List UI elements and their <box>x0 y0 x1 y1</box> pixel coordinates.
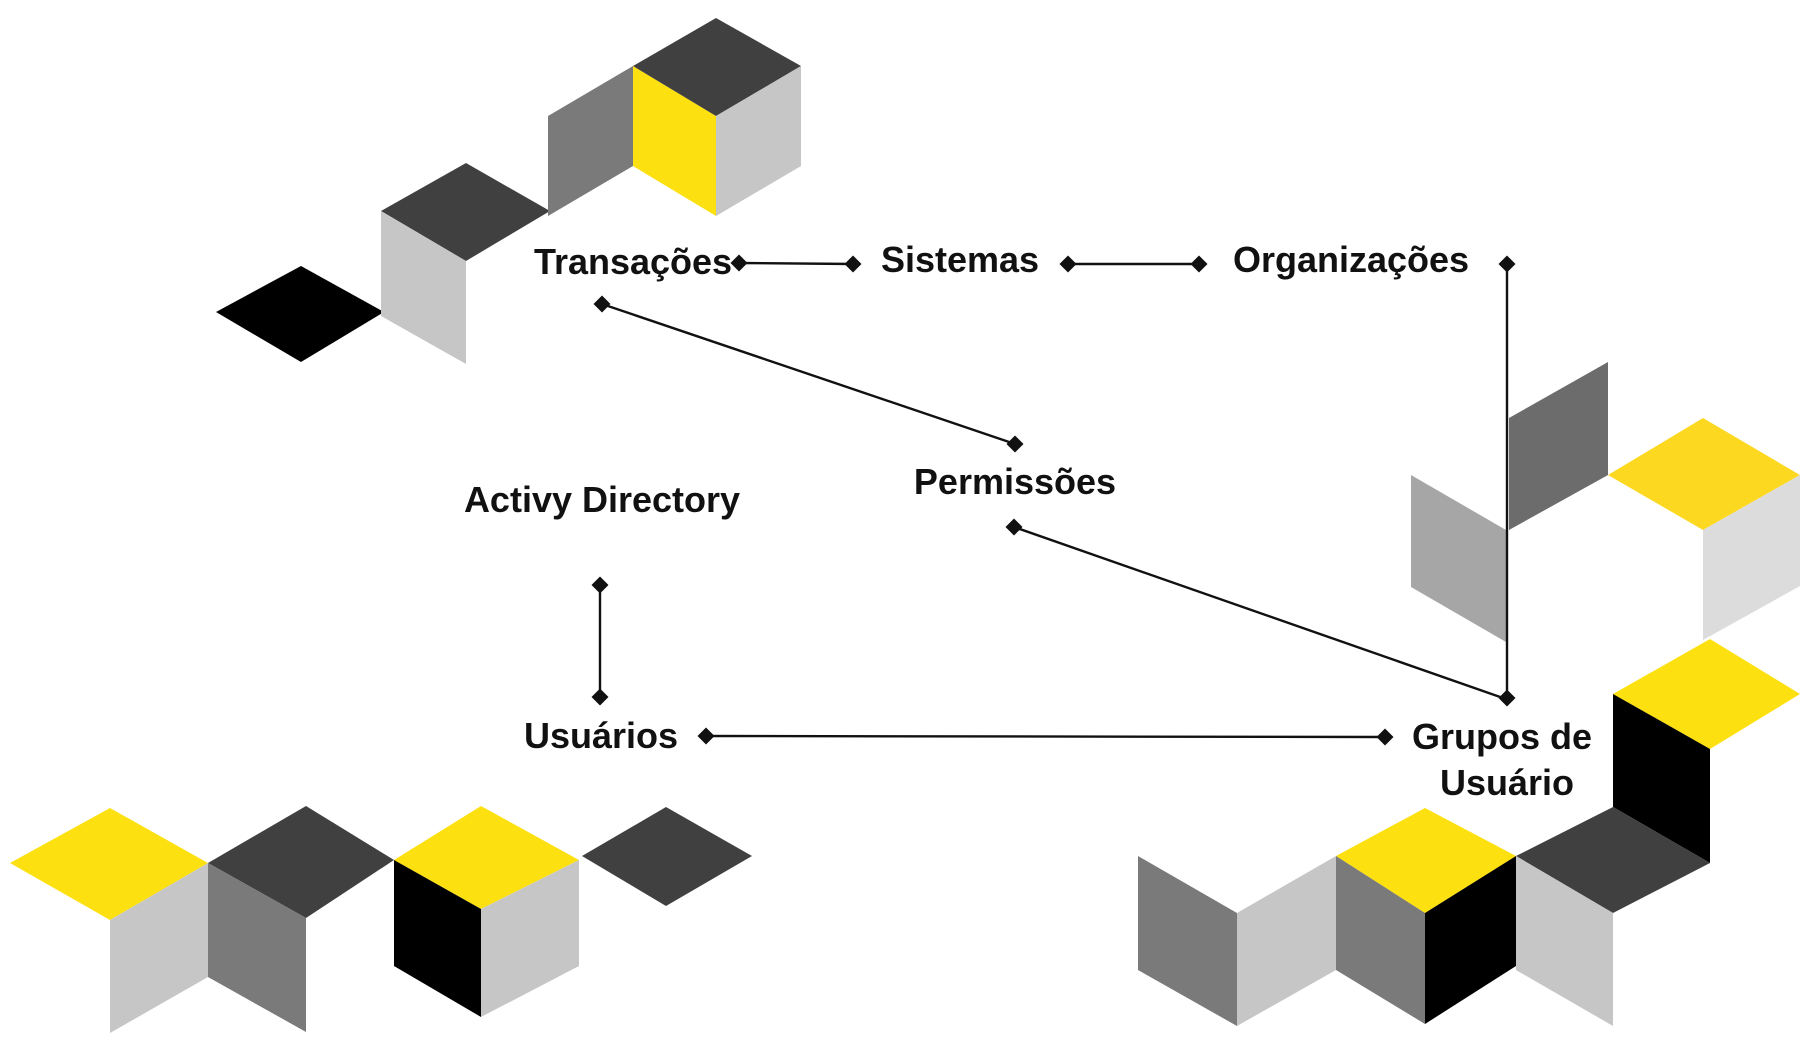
cube-face <box>1237 856 1336 1026</box>
connector-transacoes-permissoes <box>593 295 1024 453</box>
node-labels: Transações Sistemas Organizações Permiss… <box>464 239 1602 803</box>
cube-face <box>1336 808 1516 913</box>
connector-end-marker <box>1376 728 1394 746</box>
connector-end-marker <box>1006 435 1024 453</box>
connector-end-marker <box>1059 255 1077 273</box>
connector-end-marker <box>591 688 609 706</box>
connector-permissoes-grupos <box>1005 518 1504 700</box>
cube-face <box>1411 475 1506 642</box>
cube-face <box>1613 694 1710 863</box>
cube-face <box>10 808 208 920</box>
connector-sistemas-organizacoes <box>1059 255 1208 273</box>
connector-usuarios-grupos <box>697 727 1394 746</box>
connector-end-marker <box>1190 255 1208 273</box>
cube-face <box>208 806 394 918</box>
cube-face <box>548 66 633 216</box>
node-permissoes: Permissões <box>914 461 1116 502</box>
connector-end-marker <box>697 727 715 745</box>
cube-face <box>381 211 466 364</box>
connector-end-marker <box>1005 518 1023 536</box>
node-transacoes: Transações <box>534 241 732 282</box>
node-sistemas: Sistemas <box>881 239 1039 280</box>
connector-end-marker <box>591 576 609 594</box>
cube-face <box>1608 418 1800 530</box>
connector-end-marker <box>1498 255 1516 273</box>
cube-face <box>582 807 752 906</box>
cube-face <box>1509 362 1608 530</box>
node-grupos-de-usuario: Grupos de Usuário <box>1412 716 1602 803</box>
cube-face <box>1703 475 1800 640</box>
connector-end-marker <box>1498 689 1516 707</box>
decorative-cubes-bottom-left <box>10 806 752 1033</box>
node-active-directory: Activy Directory <box>464 479 740 520</box>
cube-face <box>381 163 550 261</box>
cube-face <box>1138 856 1237 1026</box>
connector-end-marker <box>593 295 611 313</box>
connector-transacoes-sistemas <box>730 254 862 273</box>
connector-end-marker <box>730 254 748 272</box>
cube-face <box>394 860 481 1017</box>
cube-face <box>110 863 208 1033</box>
cube-face <box>394 806 579 909</box>
cube-face <box>216 266 384 362</box>
cube-face <box>208 863 306 1032</box>
cube-face <box>1516 856 1613 1026</box>
cube-face <box>1336 856 1425 1024</box>
decorative-cubes-right-middle <box>1411 362 1800 642</box>
cube-face <box>716 66 801 216</box>
cube-face <box>1425 856 1516 1024</box>
node-organizacoes: Organizações <box>1233 239 1469 280</box>
node-usuarios: Usuários <box>524 715 678 756</box>
node-grupos-line-2: Usuário <box>1440 762 1574 803</box>
connector-directory-usuarios <box>591 576 609 706</box>
node-grupos-line-1: Grupos de <box>1412 716 1592 757</box>
cube-face <box>1613 639 1800 749</box>
decorative-cubes-top-left <box>216 18 801 364</box>
cube-face <box>1516 807 1710 913</box>
cube-face <box>481 860 579 1017</box>
decorative-cubes-bottom-right <box>1138 639 1800 1026</box>
cube-face <box>633 18 801 116</box>
connector-end-marker <box>844 255 862 273</box>
